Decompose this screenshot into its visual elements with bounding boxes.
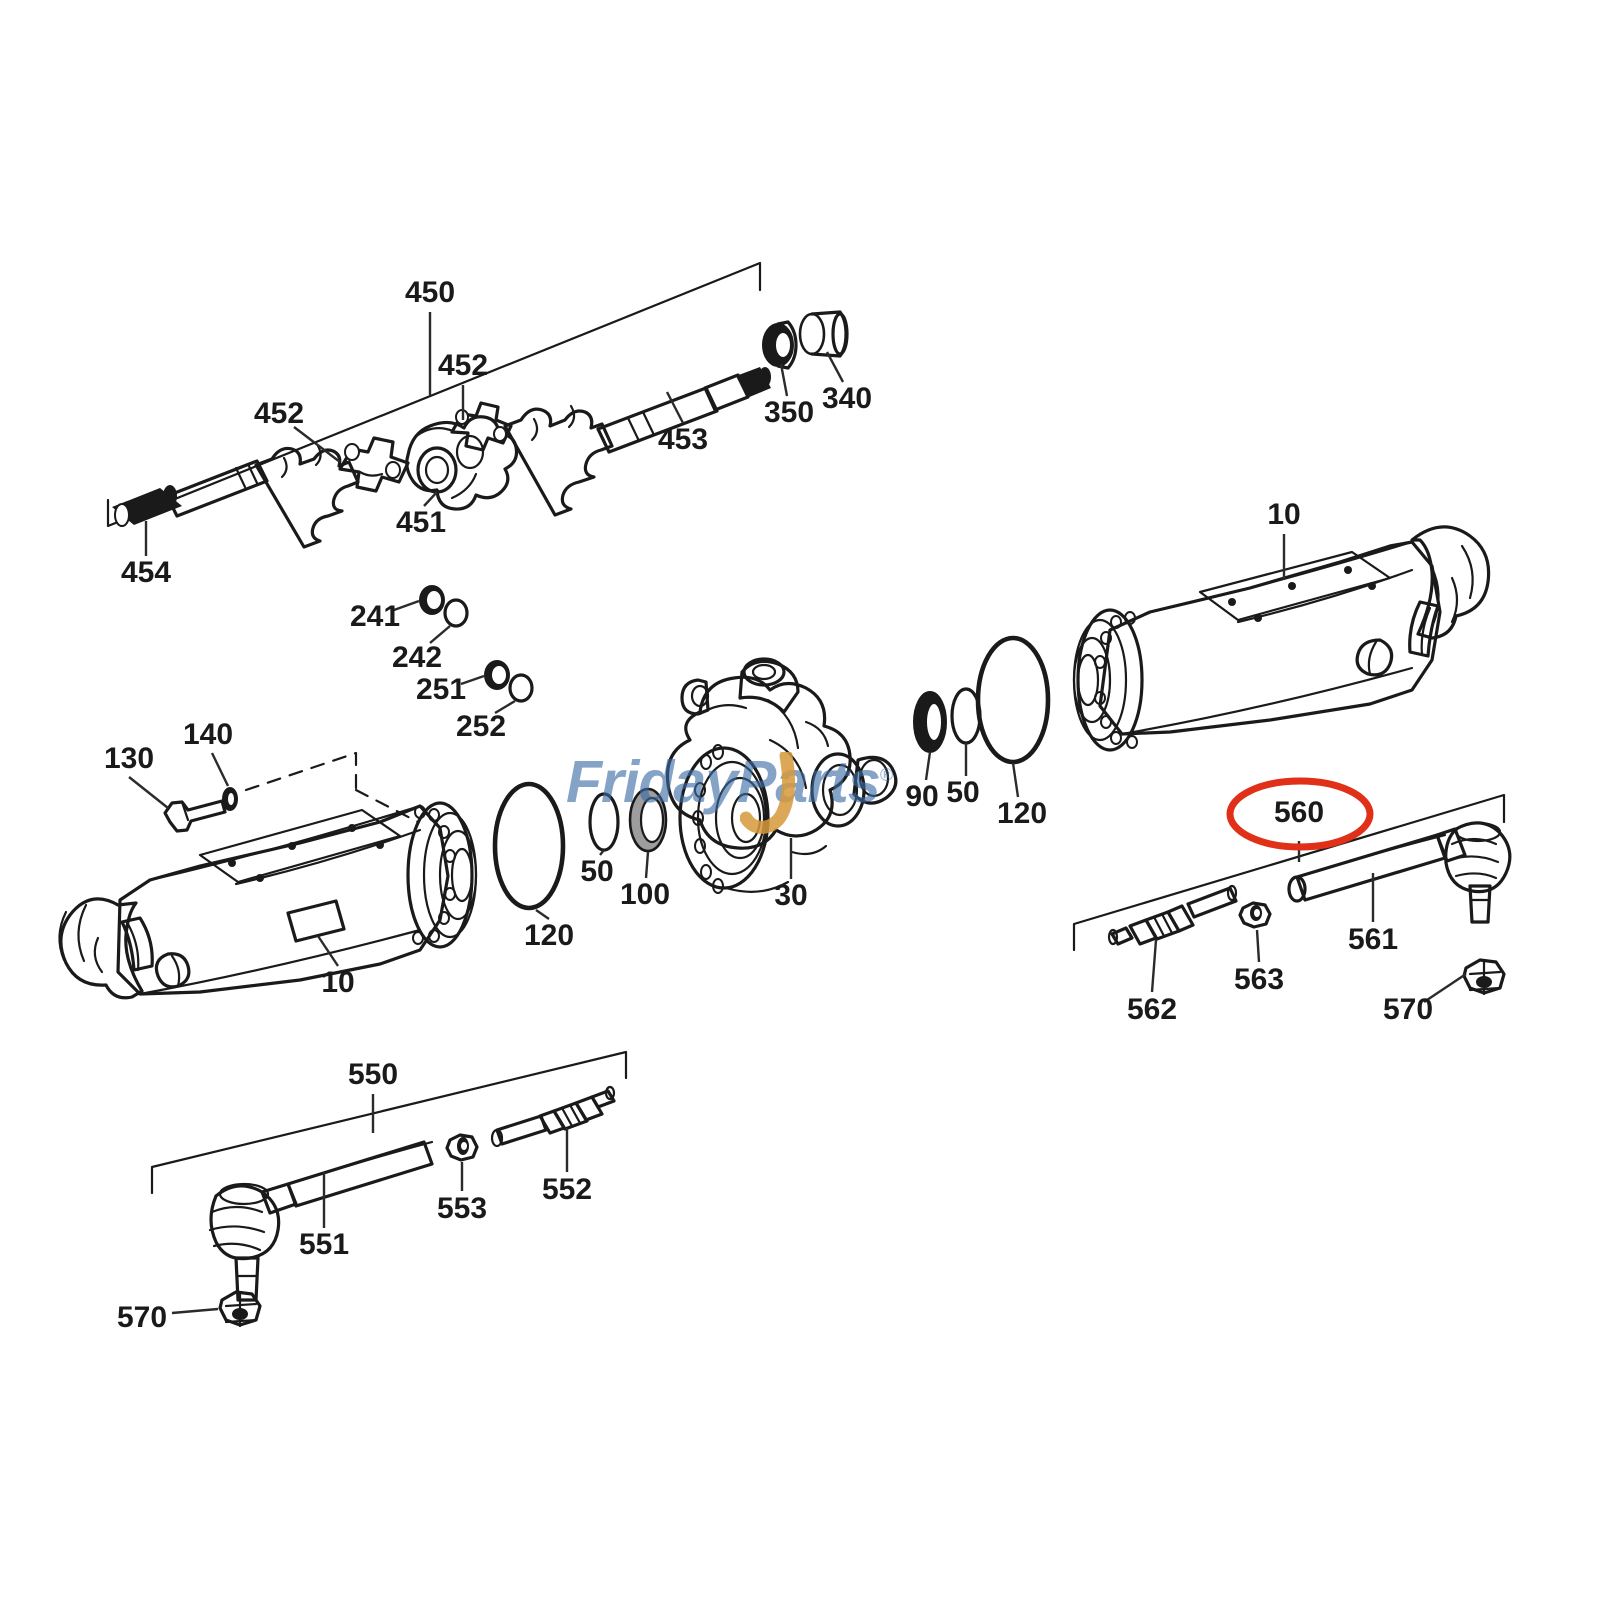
callout-561: 561: [1347, 923, 1399, 956]
callout-251: 251: [415, 673, 467, 706]
part-570-castle-nut-right: [1462, 958, 1506, 996]
callout-100: 100: [619, 878, 671, 911]
part-340-bearing-cup: [798, 310, 849, 358]
part-350-oil-seal: [762, 320, 798, 370]
part-50-o-ring-left: [588, 792, 620, 852]
callout-252: 252: [455, 710, 507, 743]
part-100-bearing-left: [628, 787, 668, 853]
part-251-oil-seal: [484, 660, 510, 690]
part-551-tie-rod: [208, 1140, 434, 1302]
part-563-lock-nut-right: [1238, 901, 1272, 929]
dashed-placement-indicator-left: [244, 751, 420, 824]
part-242-o-ring: [443, 598, 469, 628]
part-452-universal-joint-cross-right: [450, 401, 513, 452]
callout-241: 241: [349, 600, 401, 633]
callout-leaders-560: [1150, 841, 1467, 1003]
callout-leaders-450: [144, 312, 845, 556]
part-10-axle-housing-left: [58, 801, 478, 1000]
part-560-ball-joint-end-right: [1435, 821, 1512, 924]
part-120-o-ring-left: [492, 781, 566, 911]
part-562-adjusting-sleeve-right: [1107, 884, 1238, 946]
callout-570-left: 570: [116, 1301, 168, 1334]
part-561-drag-link-rod: [1287, 833, 1447, 903]
part-252-o-ring: [508, 673, 534, 703]
callout-350: 350: [763, 396, 815, 429]
part-10-axle-housing-right: [1072, 525, 1491, 752]
callout-552: 552: [541, 1173, 593, 1206]
part-553-lock-nut-left: [445, 1133, 479, 1162]
callout-570-right: 570: [1382, 993, 1434, 1026]
callout-leaders-550: [171, 1094, 569, 1315]
callout-120-left: 120: [523, 919, 575, 952]
group-bracket-550: [150, 1050, 628, 1195]
callout-leaders-center: [535, 743, 1020, 920]
callout-550: 550: [347, 1058, 399, 1091]
group-bracket-450: [106, 261, 762, 528]
callout-340: 340: [821, 382, 873, 415]
callout-562: 562: [1126, 993, 1178, 1026]
callout-551: 551: [298, 1228, 350, 1261]
callout-10-right: 10: [1267, 498, 1301, 531]
callout-50-right: 50: [946, 776, 980, 809]
callout-553: 553: [436, 1192, 488, 1225]
callout-10-left: 10: [321, 966, 355, 999]
callout-leaders-seal-kit: [393, 599, 516, 715]
part-241-oil-seal: [419, 585, 445, 615]
callout-454: 454: [120, 556, 172, 589]
part-120-o-ring-right: [975, 635, 1051, 765]
callout-450: 450: [404, 276, 456, 309]
callout-242: 242: [391, 641, 443, 674]
callout-140: 140: [182, 718, 234, 751]
callout-120-right: 120: [996, 797, 1048, 830]
part-90-bearing-right: [913, 691, 947, 753]
part-453-drive-shaft: [503, 367, 771, 517]
part-454-slip-yoke-shaft: [112, 444, 360, 549]
callout-452-a: 452: [437, 349, 489, 382]
callout-30: 30: [774, 879, 808, 912]
callout-451: 451: [395, 506, 447, 539]
part-130-bolt: [163, 799, 227, 833]
callout-90: 90: [905, 780, 939, 813]
callout-560: 560: [1273, 796, 1325, 829]
callout-563: 563: [1233, 963, 1285, 996]
part-30-differential-carrier: [665, 657, 898, 894]
part-140-washer: [222, 787, 238, 811]
part-570-castle-nut-left: [218, 1290, 262, 1328]
callout-452-b: 452: [253, 397, 305, 430]
callout-453: 453: [657, 423, 709, 456]
callout-50-left: 50: [580, 855, 614, 888]
part-552-adjusting-sleeve-left: [490, 1085, 616, 1148]
callout-130: 130: [103, 742, 155, 775]
callout-leaders-axle-left: [128, 752, 339, 967]
group-bracket-560: [1072, 793, 1506, 952]
